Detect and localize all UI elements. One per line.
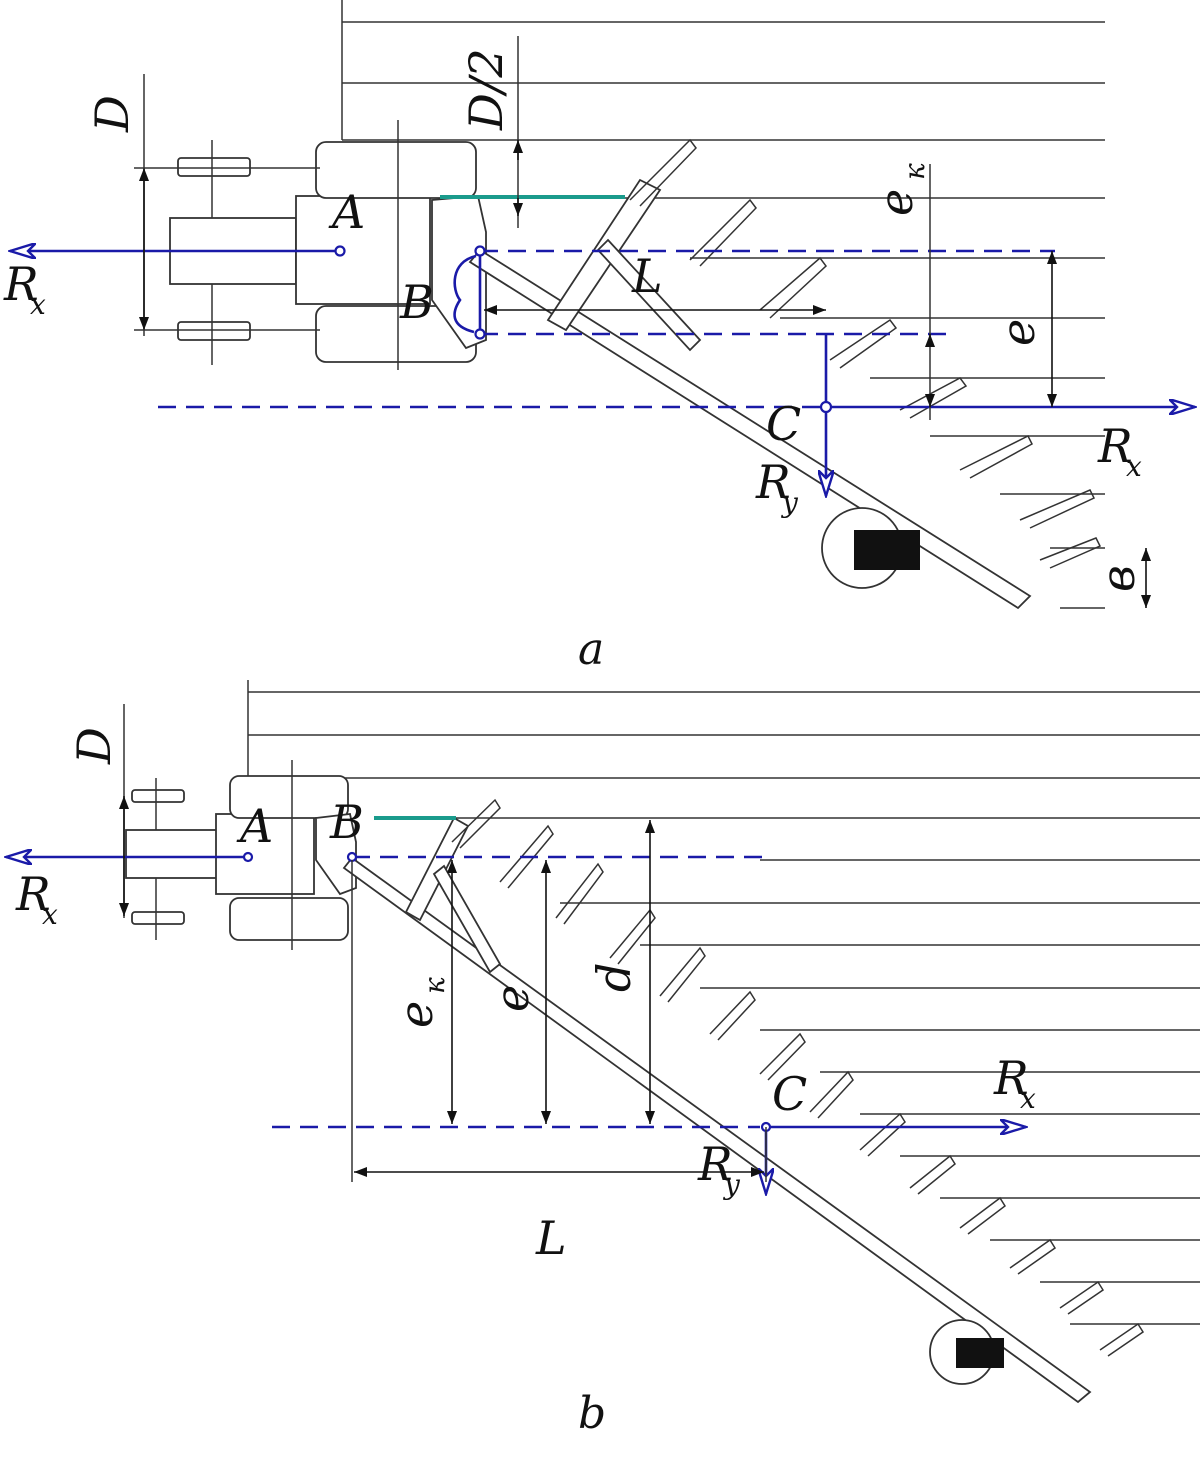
label-dim-d-small: d bbox=[587, 963, 641, 992]
label-dim-l: L bbox=[535, 1211, 567, 1265]
label-dim-e-k-sub: к bbox=[418, 977, 451, 994]
label-force-ry: R bbox=[697, 1137, 733, 1191]
label-point-a: A bbox=[328, 185, 365, 239]
label-force-ry: R bbox=[755, 455, 791, 509]
tractor-b bbox=[125, 760, 357, 950]
label-force-ry-sub: y bbox=[780, 486, 799, 519]
label-force-rx-right: R bbox=[1097, 419, 1133, 473]
label-dim-e-k-sub: к bbox=[898, 163, 931, 180]
gauge-wheel-b bbox=[956, 1338, 1004, 1368]
label-dim-d: D bbox=[67, 727, 121, 765]
label-point-b: B bbox=[399, 275, 434, 329]
diagram-b: A B C D e к e d L R x R x R y b bbox=[6, 680, 1200, 1439]
label-dim-l: L bbox=[631, 249, 663, 303]
tractor-a bbox=[169, 120, 487, 370]
label-force-ry-sub: y bbox=[722, 1168, 741, 1201]
label-force-rx-left-sub: x bbox=[42, 898, 58, 931]
label-dim-e: e bbox=[991, 319, 1045, 346]
label-force-rx-left-sub: x bbox=[30, 288, 46, 321]
label-force-rx-right-sub: x bbox=[1126, 450, 1142, 483]
label-dim-d: D bbox=[85, 95, 139, 133]
label-point-c: C bbox=[772, 1067, 807, 1121]
diagram-a: A B C D D/2 e к e L в R x R x R y a bbox=[3, 0, 1195, 675]
label-force-rx-left: R bbox=[15, 867, 51, 921]
label-force-rx-right: R bbox=[993, 1051, 1029, 1105]
label-dim-e: e bbox=[485, 985, 539, 1012]
label-dim-d-half: D/2 bbox=[459, 48, 513, 131]
label-point-c: C bbox=[766, 397, 801, 451]
plow-frame-a bbox=[468, 138, 1102, 610]
dimensions-a bbox=[134, 36, 1151, 608]
furrow-lines-b bbox=[247, 680, 1200, 1325]
dimensions-b bbox=[119, 704, 767, 1182]
label-point-b: B bbox=[329, 795, 364, 849]
label-dim-e-k: e bbox=[389, 1001, 443, 1028]
caption-b: b bbox=[578, 1388, 606, 1439]
label-dim-e-k: e bbox=[869, 189, 923, 216]
label-force-rx-left: R bbox=[3, 257, 39, 311]
caption-a: a bbox=[578, 624, 604, 675]
label-dim-v: в bbox=[1091, 565, 1145, 592]
label-force-rx-right-sub: x bbox=[1020, 1082, 1036, 1115]
gauge-wheel-a bbox=[854, 530, 920, 570]
label-point-a: A bbox=[236, 799, 273, 853]
